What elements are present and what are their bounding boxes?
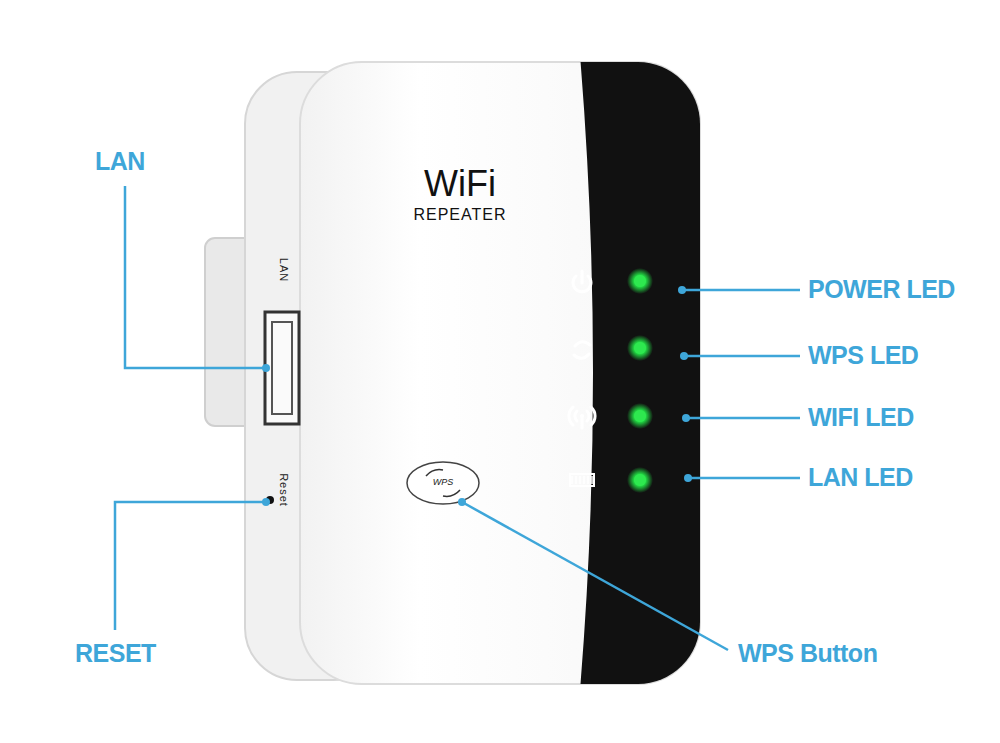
callout-label: LAN LED xyxy=(808,464,913,492)
callout-label: WPS LED xyxy=(808,342,918,370)
lan-port-inner xyxy=(272,322,292,414)
button-text: WPS xyxy=(433,478,454,488)
callout-label: WIFI LED xyxy=(808,404,914,432)
callout-label: LAN xyxy=(95,148,145,176)
port-print: LAN xyxy=(278,258,290,282)
lan-port xyxy=(265,312,299,424)
brand-text: WiFi xyxy=(424,164,496,204)
model-text: REPEATER xyxy=(413,206,506,224)
callout-label: POWER LED xyxy=(808,276,955,304)
wps-arrow xyxy=(426,470,443,476)
wps-arrow xyxy=(443,490,460,496)
callout-label: WPS Button xyxy=(738,640,877,668)
wps-button: WPS xyxy=(407,462,479,504)
repeater-device: WiFiREPEATER WPS xyxy=(300,62,580,684)
leds xyxy=(627,268,653,493)
status-icons xyxy=(569,271,595,486)
leader-dots xyxy=(262,286,692,506)
callout-label: RESET xyxy=(75,640,156,668)
port-print: Reset xyxy=(278,473,290,507)
wps-button-oval xyxy=(407,462,479,504)
lan-icon-pins xyxy=(572,476,592,484)
black-band xyxy=(580,62,700,684)
leader-lines xyxy=(115,186,800,650)
